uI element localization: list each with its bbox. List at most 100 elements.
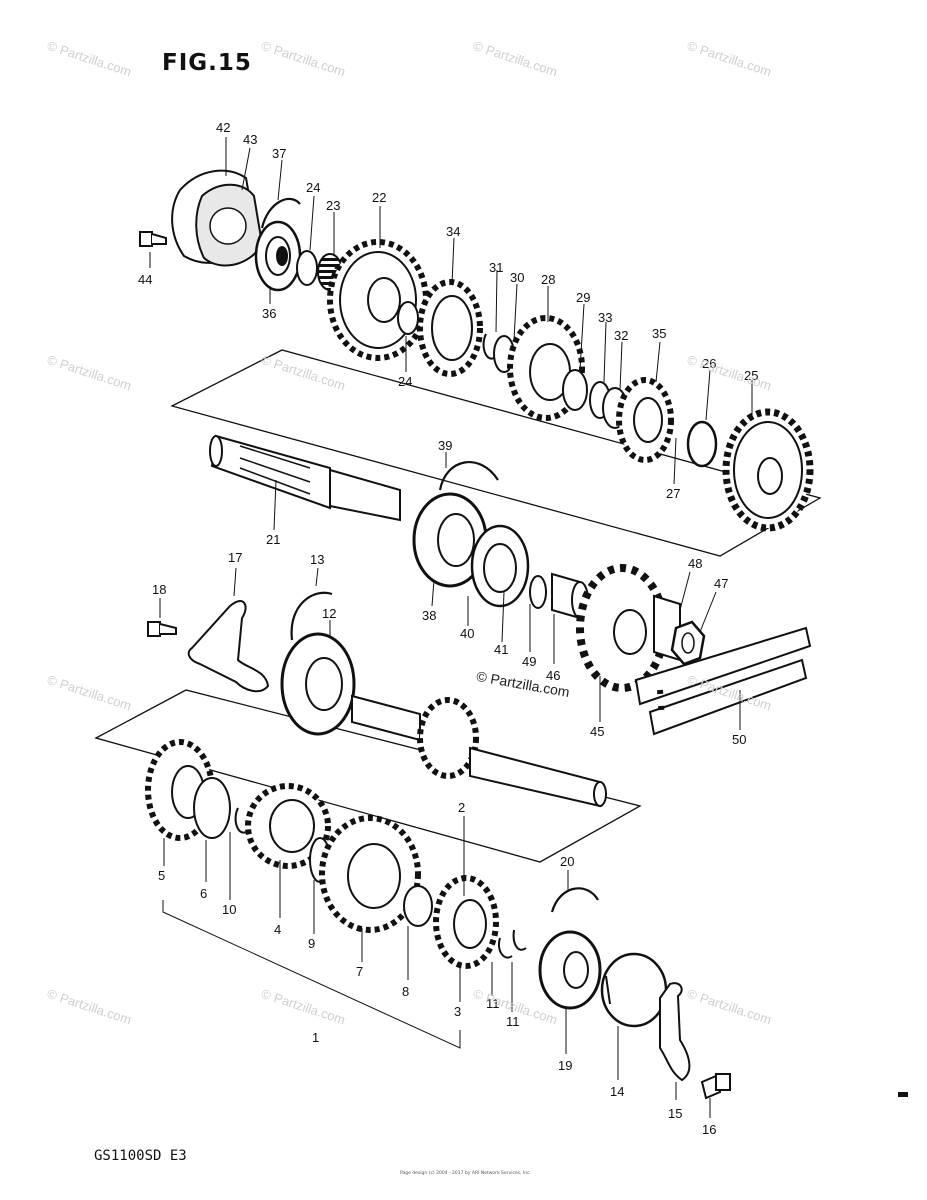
part-label: 28 <box>541 272 555 287</box>
gasket-43 <box>195 183 264 267</box>
bolt-16 <box>700 1073 731 1100</box>
washer-6 <box>193 777 231 839</box>
washer-24 <box>296 250 318 286</box>
part-label: 15 <box>668 1106 682 1121</box>
circlip-10 <box>234 807 247 834</box>
countershaft-group-outline <box>170 349 822 557</box>
part-label: 29 <box>576 290 590 305</box>
washer-26 <box>686 420 718 468</box>
o-ring-41 <box>483 543 517 593</box>
part-label: 32 <box>614 328 628 343</box>
retainer-15 <box>659 982 691 1082</box>
part-label: 9 <box>308 936 315 951</box>
part-label: 4 <box>274 922 281 937</box>
part-label: 34 <box>446 224 460 239</box>
part-label: 19 <box>558 1058 572 1073</box>
part-label: 8 <box>402 984 409 999</box>
edge-mark <box>898 1092 908 1097</box>
bushing-8 <box>403 885 433 927</box>
part-label: 16 <box>702 1122 716 1137</box>
gear-35 <box>616 377 674 463</box>
part-label: 38 <box>422 608 436 623</box>
part-label: 50 <box>732 732 746 747</box>
gear-34 <box>417 279 483 377</box>
part-label: 43 <box>243 132 257 147</box>
bolt-44 <box>139 231 167 247</box>
part-label: 47 <box>714 576 728 591</box>
nut-47 <box>670 620 706 666</box>
part-label: 24 <box>398 374 412 389</box>
gear-7 <box>319 815 421 933</box>
part-label: 36 <box>262 306 276 321</box>
snap-ring-13 <box>290 591 333 641</box>
gear-3 <box>433 875 499 969</box>
bearing-38 <box>412 492 488 588</box>
part-label: 46 <box>546 668 560 683</box>
snap-ring-39 <box>438 461 499 491</box>
part-label: 48 <box>688 556 702 571</box>
footer-copyright: Page design (c) 2004 - 2017 by ARI Netwo… <box>400 1171 531 1176</box>
part-label: 23 <box>326 198 340 213</box>
part-label: 30 <box>510 270 524 285</box>
cap-14 <box>600 952 668 1028</box>
part-label: 2 <box>458 800 465 815</box>
gear-4 <box>245 783 331 869</box>
part-label: 45 <box>590 724 604 739</box>
bolt-18 <box>147 621 177 637</box>
part-label: 5 <box>158 868 165 883</box>
o-ring-49 <box>529 575 547 609</box>
snap-ring-20 <box>550 887 599 913</box>
gear-22 <box>327 239 429 361</box>
part-label: 7 <box>356 964 363 979</box>
part-label: 31 <box>489 260 503 275</box>
gear-25 <box>722 408 814 532</box>
part-label: 27 <box>666 486 680 501</box>
bushing-29 <box>562 369 588 411</box>
part-number-labels: 42 43 37 24 23 22 34 31 30 28 29 33 32 3… <box>138 120 758 1137</box>
part-label: 41 <box>494 642 508 657</box>
part-label: 14 <box>610 1084 624 1099</box>
part-label: 42 <box>216 120 230 135</box>
part-label: 26 <box>702 356 716 371</box>
leader-lines <box>149 137 753 1118</box>
bearing-19 <box>538 930 602 1010</box>
part-label: 25 <box>744 368 758 383</box>
part-1-bracket <box>162 900 461 1049</box>
part-label: 10 <box>222 902 236 917</box>
bearing-retainer-17 <box>187 600 270 693</box>
driveshaft-2 <box>351 694 607 808</box>
part-label: 33 <box>598 310 612 325</box>
part-label: 12 <box>322 606 336 621</box>
circlip-11 <box>498 929 527 959</box>
part-label: 24 <box>306 180 320 195</box>
part-label: 6 <box>200 886 207 901</box>
part-label: 20 <box>560 854 574 869</box>
part-label: 49 <box>522 654 536 669</box>
drive-chain-50 <box>634 626 812 736</box>
engine-sprocket-45 <box>576 564 668 692</box>
part-label: 44 <box>138 272 152 287</box>
model-code: GS1100SD E3 <box>94 1148 187 1164</box>
part-label: 40 <box>460 626 474 641</box>
part-label: 1 <box>312 1030 319 1045</box>
part-label: 21 <box>266 532 280 547</box>
part-label: 11 <box>486 996 500 1011</box>
snap-ring-37 <box>260 198 301 229</box>
figure-title: FIG.15 <box>162 50 252 76</box>
countershaft-21 <box>209 434 401 522</box>
part-label: 3 <box>454 1004 461 1019</box>
part-label: 11 <box>506 1014 520 1029</box>
part-label: 35 <box>652 326 666 341</box>
part-label: 37 <box>272 146 286 161</box>
circlip-31 <box>482 333 495 360</box>
washer-24b <box>397 301 419 335</box>
part-label: 39 <box>438 438 452 453</box>
part-label: 22 <box>372 190 386 205</box>
part-label: 18 <box>152 582 166 597</box>
part-label: 17 <box>228 550 242 565</box>
driveshaft-group-outline <box>94 689 642 863</box>
part-label: 13 <box>310 552 324 567</box>
bearing-12 <box>280 632 356 736</box>
bearing-36 <box>254 220 302 292</box>
